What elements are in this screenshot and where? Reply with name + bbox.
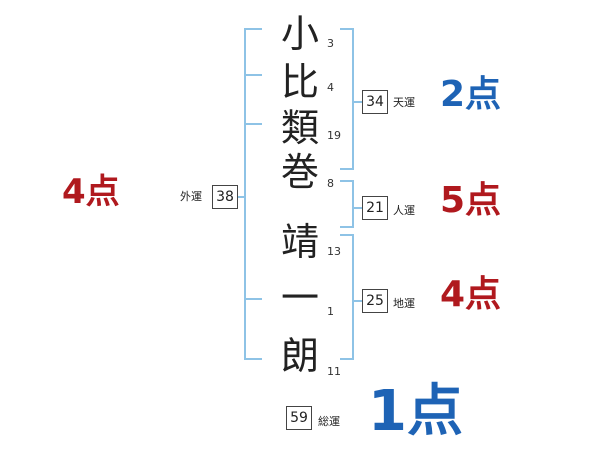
person-bracket-connector	[352, 207, 362, 209]
heaven-bracket-bottom	[340, 168, 354, 170]
stroke-count-4: 8	[327, 177, 334, 190]
heaven-bracket-connector	[352, 101, 362, 103]
name-char-5: 靖	[280, 220, 319, 264]
person-fortune-score: 5点	[440, 180, 502, 221]
stroke-count-1: 3	[327, 37, 334, 50]
stroke-count-2: 4	[327, 81, 334, 94]
earth-bracket-vertical	[352, 234, 354, 360]
total-fortune-label: 総運	[318, 415, 340, 428]
stroke-count-6: 1	[327, 305, 334, 318]
heaven-fortune-score: 2点	[440, 74, 502, 115]
outer-fortune-score: 4点	[62, 172, 120, 212]
outer-bracket-top	[244, 28, 262, 30]
name-char-7: 朗	[280, 334, 319, 378]
heaven-fortune-value: 34	[362, 90, 388, 114]
heaven-bracket-vertical	[352, 28, 354, 170]
heaven-bracket-top	[340, 28, 354, 30]
outer-bracket-tick-2	[244, 123, 262, 125]
name-char-2: 比	[280, 60, 319, 104]
name-char-1: 小	[280, 12, 319, 56]
name-char-4: 巻	[280, 150, 319, 194]
stroke-count-5: 13	[327, 245, 341, 258]
outer-bracket-tick-1	[244, 74, 262, 76]
name-char-3: 類	[280, 106, 319, 150]
person-bracket-top	[340, 180, 354, 182]
heaven-fortune-label: 天運	[393, 96, 415, 109]
name-char-6: 一	[280, 276, 319, 320]
person-bracket-bottom	[340, 226, 354, 228]
earth-bracket-bottom	[340, 358, 354, 360]
outer-bracket-tick-3	[244, 298, 262, 300]
stroke-count-7: 11	[327, 365, 341, 378]
stroke-count-3: 19	[327, 129, 341, 142]
outer-bracket-bottom	[244, 358, 262, 360]
outer-bracket-connector	[238, 196, 246, 198]
outer-bracket-vertical	[244, 28, 246, 360]
earth-bracket-connector	[352, 300, 362, 302]
earth-fortune-value: 25	[362, 289, 388, 313]
earth-fortune-label: 地運	[393, 297, 415, 310]
total-fortune-value: 59	[286, 406, 312, 430]
person-fortune-value: 21	[362, 196, 388, 220]
person-bracket-vertical	[352, 180, 354, 228]
outer-fortune-value: 38	[212, 185, 238, 209]
person-fortune-label: 人運	[393, 204, 415, 217]
total-fortune-score: 1点	[368, 379, 463, 444]
earth-fortune-score: 4点	[440, 274, 502, 315]
earth-bracket-top	[340, 234, 354, 236]
outer-fortune-label: 外運	[180, 190, 202, 203]
